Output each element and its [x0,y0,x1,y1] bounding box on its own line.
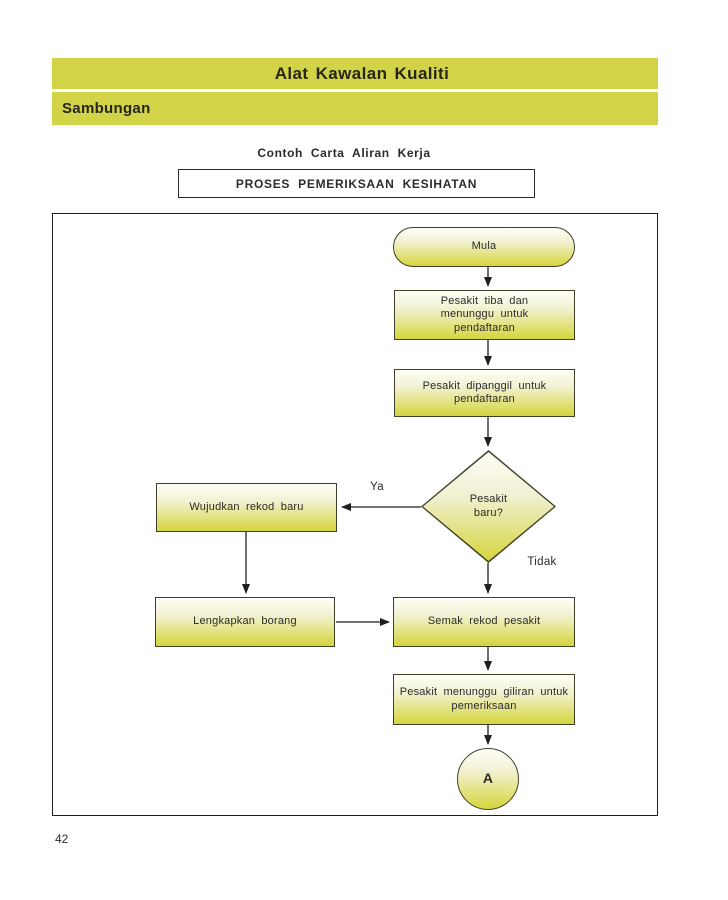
flow-node-called: Pesakit dipanggil untuk pendaftaran [394,369,575,417]
page-title: Alat Kawalan Kualiti [274,63,450,83]
process-title-box: PROSES PEMERIKSAAN KESIHATAN [178,169,535,198]
flow-node-arrive: Pesakit tiba dan menunggu untuk pendafta… [394,290,575,340]
node-called-line1: Pesakit dipanggil untuk [422,379,547,392]
flow-node-create: Wujudkan rekod baru [156,483,337,532]
continuation-label: Sambungan [62,100,151,117]
node-wait-line1: Pesakit menunggu giliran untuk [399,686,569,698]
node-arrive-line1: Pesakit tiba dan [440,294,529,307]
node-called-line2: pendaftaran [454,393,515,405]
process-title: PROSES PEMERIKSAAN KESIHATAN [235,176,478,191]
page-number: 42 [55,832,69,846]
node-decision-line2: baru? [473,506,504,519]
subtitle-bar: Sambungan [52,92,658,125]
flow-node-check: Semak rekod pesakit [393,597,575,647]
node-complete-label: Lengkapkan borang [193,615,297,628]
node-create-label: Wujudkan rekod baru [189,500,304,513]
node-wait-line2: pemeriksaan [451,699,517,712]
node-connector-a-label: A [482,770,494,787]
node-arrive-line2: menunggu untuk [440,308,529,321]
section-heading: Contoh Carta Aliran Kerja [257,146,431,160]
title-bar: Alat Kawalan Kualiti [52,58,658,89]
node-arrive-line3: pendaftaran [454,321,515,334]
branch-label-yes: Ya [370,481,384,493]
node-start-label: Mula [471,240,497,253]
branch-label-no: Tidak [527,556,557,568]
node-decision-line1: Pesakit [469,493,508,505]
flow-node-wait: Pesakit menunggu giliran untuk pemeriksa… [393,674,575,725]
node-check-label: Semak rekod pesakit [427,615,541,628]
flow-node-start: Mula [393,227,575,267]
flow-node-complete: Lengkapkan borang [155,597,335,647]
flow-node-connector-a: A [457,748,519,810]
